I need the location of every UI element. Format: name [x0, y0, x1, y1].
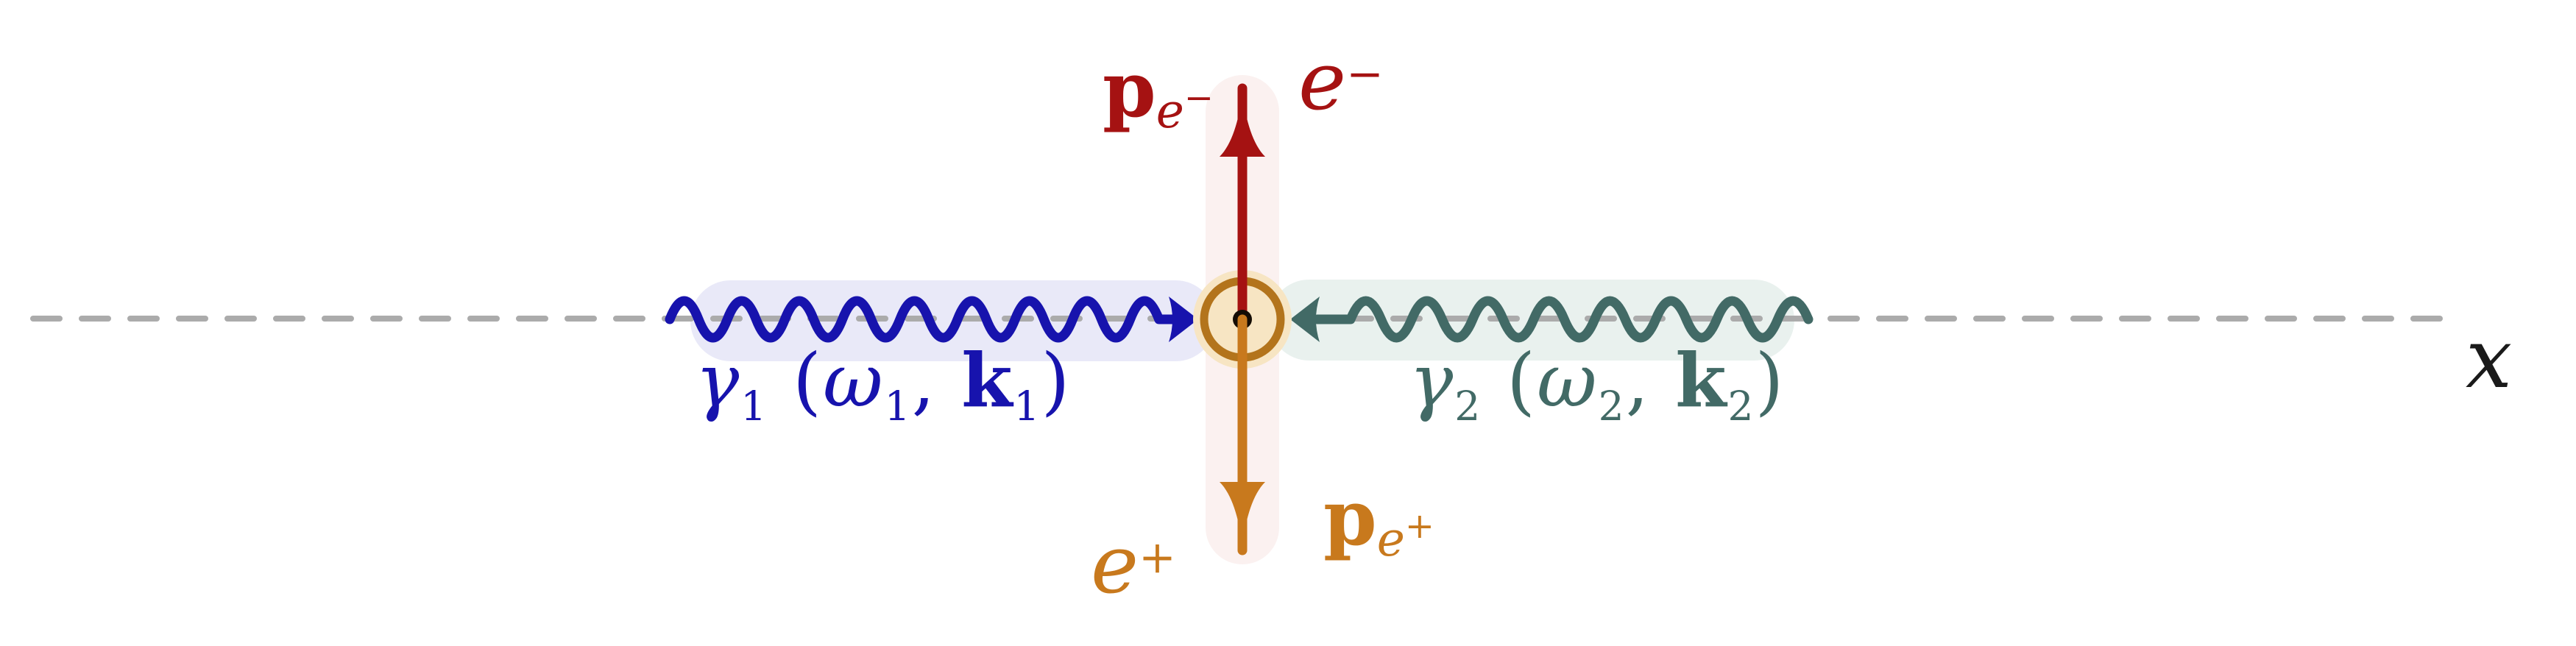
- math-part: e: [1298, 34, 1347, 128]
- math-part: γ: [695, 338, 741, 424]
- math-part: k: [1675, 337, 1728, 424]
- positron-momentum-label: pe+: [1323, 480, 1434, 564]
- photon2-wave: [1312, 296, 1814, 343]
- math-part: (: [768, 338, 824, 424]
- math-part: −: [1346, 48, 1384, 100]
- math-part: −: [1183, 78, 1214, 119]
- math-part: p: [1103, 44, 1156, 135]
- electron-label: e−: [1298, 40, 1384, 121]
- math-part: 1: [1013, 383, 1041, 430]
- positron-label: e+: [1091, 524, 1176, 605]
- electron-arrowhead: [1220, 94, 1265, 157]
- math-part: +: [1139, 531, 1176, 583]
- math-part: ω: [823, 338, 885, 424]
- math-part: 1: [884, 383, 912, 430]
- math-part: ): [1041, 338, 1072, 424]
- math-part: +: [1404, 506, 1434, 547]
- math-part: 2: [1598, 383, 1626, 430]
- math-part: e: [1376, 512, 1405, 568]
- math-part: 2: [1454, 383, 1482, 430]
- math-part: p: [1323, 472, 1377, 563]
- photon1-arrowhead: [1169, 297, 1198, 342]
- math-part: 2: [1727, 383, 1755, 430]
- math-part: e: [1091, 517, 1139, 611]
- math-part: ,: [1625, 338, 1676, 424]
- math-part: (: [1482, 338, 1538, 424]
- math-part: ,: [911, 338, 962, 424]
- math-part: 1: [740, 383, 768, 430]
- photon1-wave: [665, 296, 1181, 343]
- photon2-label: γ2 (ω2, k2): [1406, 344, 1788, 427]
- math-part: ): [1755, 338, 1786, 424]
- positron-arrowhead: [1220, 482, 1265, 544]
- math-part: k: [961, 337, 1014, 424]
- photon1-label: γ1 (ω1, k1): [692, 344, 1075, 427]
- electron-momentum-label: pe−: [1103, 52, 1214, 136]
- math-part: ω: [1537, 338, 1599, 424]
- x-axis-label: x: [2466, 311, 2513, 407]
- math-part: γ: [1409, 338, 1455, 424]
- math-part: e: [1156, 84, 1184, 140]
- photon2-arrowhead: [1290, 297, 1320, 342]
